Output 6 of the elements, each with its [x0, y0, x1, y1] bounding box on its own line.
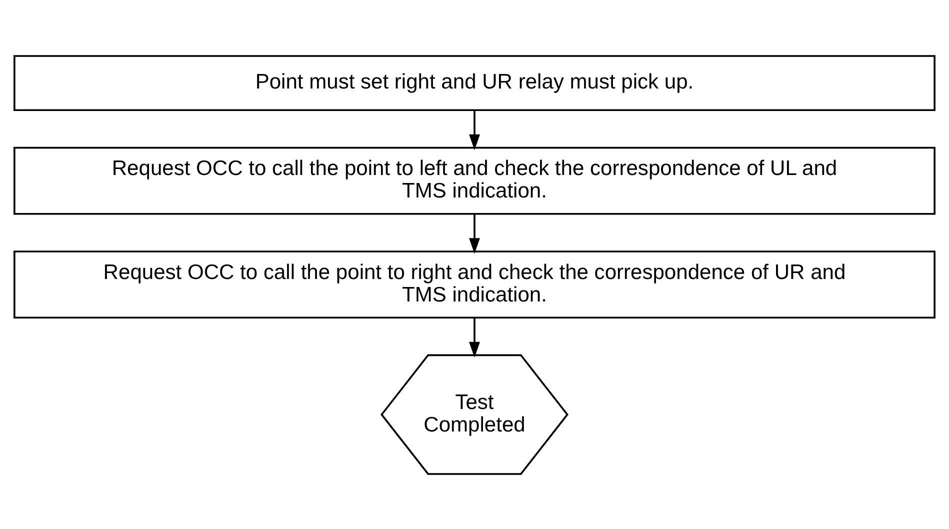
node-box: Request OCC to call the point to right and check the correspondence of UR and TMS indication.	[14, 250, 936, 318]
arrow	[469, 110, 480, 150]
arrow	[469, 318, 480, 358]
node-box: Point must set right and UR relay must pick up.	[14, 54, 936, 111]
arrow	[469, 214, 480, 254]
node-box: Request OCC to call the point to left and check the correspondence of UL and TMS indication.	[14, 146, 936, 214]
